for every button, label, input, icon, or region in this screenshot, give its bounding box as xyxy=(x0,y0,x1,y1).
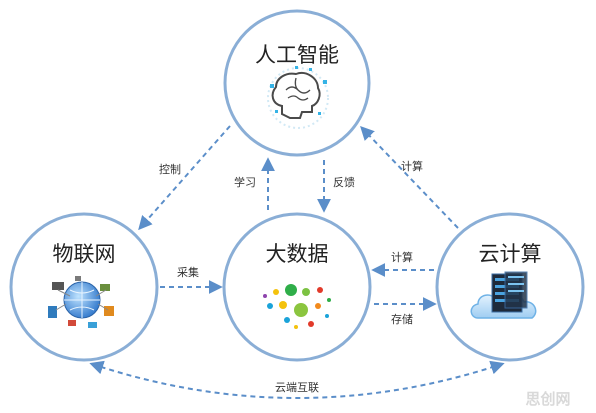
bigdata-title: 大数据 xyxy=(266,242,329,266)
edge-control-arrow xyxy=(138,125,231,231)
ai-title: 人工智能 xyxy=(255,43,339,67)
iot-title: 物联网 xyxy=(53,242,116,266)
edge-compute-ai-label: 计算 xyxy=(401,159,423,173)
bigdata-node xyxy=(222,212,372,362)
edge-collect-label: 采集 xyxy=(177,265,199,279)
globe-devices-icon xyxy=(48,276,114,328)
edge-feedback-label: 反馈 xyxy=(333,176,355,189)
edge-control-label: 控制 xyxy=(159,162,181,176)
edge-store-label: 存储 xyxy=(391,312,413,326)
data-dots-icon xyxy=(263,284,331,329)
brain-icon xyxy=(267,66,329,129)
edge-compute-ai-arrow xyxy=(360,125,459,229)
cloud-title: 云计算 xyxy=(479,242,542,266)
watermark: 思创网 xyxy=(525,390,570,408)
edge-cloud-interconnect-arrow xyxy=(89,360,505,399)
edge-learn-label: 学习 xyxy=(234,175,256,189)
edge-cloud-interconnect-label: 云端互联 xyxy=(275,381,319,394)
edge-compute-data-label: 计算 xyxy=(391,250,413,264)
server-cloud-icon xyxy=(470,271,537,319)
